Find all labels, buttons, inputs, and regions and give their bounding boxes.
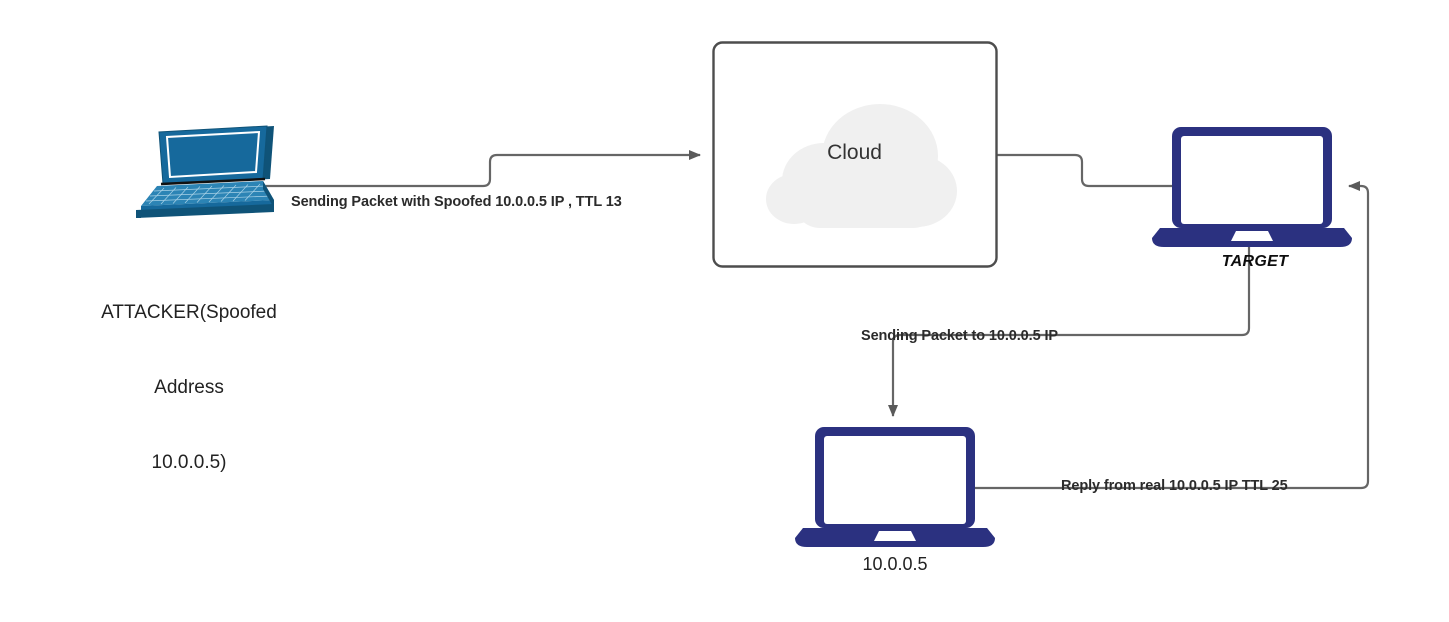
attacker-label-line-2: Address <box>154 377 224 398</box>
node-attacker[interactable] <box>108 122 278 222</box>
edge-label-target-to-victim: Sending Packet to 10.0.0.5 IP <box>861 328 1058 344</box>
edge-cloud-to-target <box>996 153 1172 188</box>
attacker-label: ATTACKER(Spoofed Address 10.0.0.5) <box>44 250 334 525</box>
edge-label-victim-to-target: Reply from real 10.0.0.5 IP TTL 25 <box>1061 478 1288 494</box>
laptop-icon <box>1152 127 1352 247</box>
edge-label-attacker-to-cloud: Sending Packet with Spoofed 10.0.0.5 IP … <box>291 194 622 210</box>
victim-label: 10.0.0.5 <box>862 554 928 574</box>
cloud-container <box>712 41 998 268</box>
node-target[interactable] <box>1152 125 1352 247</box>
edge-victim-to-target <box>975 181 1370 490</box>
laptop-icon <box>136 125 274 218</box>
cloud-label: Cloud <box>827 141 882 164</box>
cloud-icon <box>766 104 957 228</box>
edge-target-to-victim <box>888 240 1251 417</box>
target-label: TARGET <box>1221 253 1289 270</box>
laptop-icon <box>795 427 995 547</box>
node-victim[interactable] <box>795 425 995 547</box>
attacker-label-line-3: 10.0.0.5) <box>151 452 227 473</box>
edge-attacker-to-cloud <box>262 150 701 188</box>
node-cloud[interactable] <box>712 41 998 268</box>
attacker-label-line-1: ATTACKER(Spoofed <box>101 302 277 323</box>
